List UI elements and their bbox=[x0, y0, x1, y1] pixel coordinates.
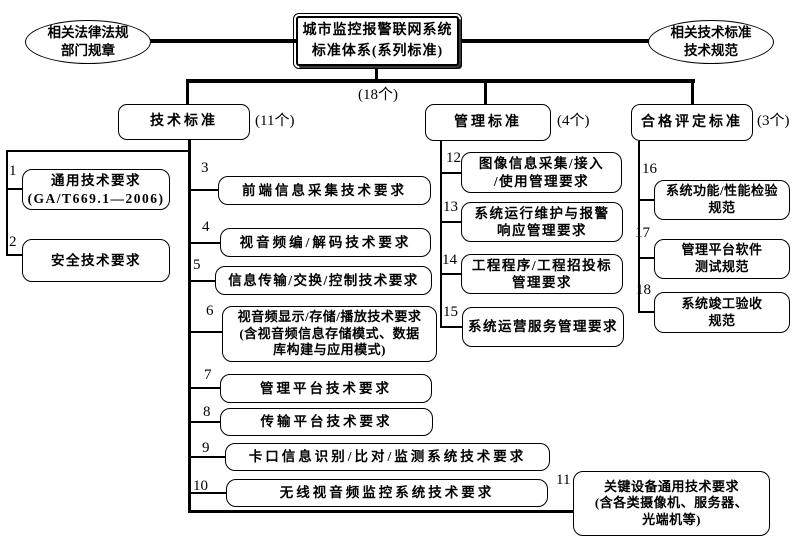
node-box-13: 系统运行维护与报警 响应管理要求 bbox=[461, 202, 623, 242]
connector-drop-tech bbox=[186, 82, 189, 104]
node-box-2: 安全技术要求 bbox=[22, 239, 170, 282]
node-box-6: 视音频显示/存储/播放技术要求 (含视音频信息存储模式、数据 库构建与应用模式) bbox=[222, 306, 437, 362]
node-number-18: 18 bbox=[636, 282, 651, 298]
connector-drop-mgmt bbox=[484, 82, 487, 104]
connector-stub-15 bbox=[440, 326, 462, 328]
node-number-13: 13 bbox=[443, 199, 458, 215]
node-number-11: 11 bbox=[556, 472, 571, 488]
connector-stub-16 bbox=[638, 199, 654, 201]
branch-count-tech: (11个) bbox=[255, 113, 295, 129]
branch-box-tech: 技术标准 bbox=[118, 104, 250, 140]
total-count-label: (18个) bbox=[358, 87, 398, 103]
left-ellipse: 相关法律法规 部门规章 bbox=[25, 20, 151, 64]
node-number-2: 2 bbox=[9, 234, 17, 250]
node-box-16: 系统功能/性能检验 规范 bbox=[654, 180, 790, 220]
connector-stub-13 bbox=[440, 221, 461, 223]
node-box-10: 无线视音频监控系统技术要求 bbox=[226, 479, 548, 507]
node-box-4: 视音频编/解码技术要求 bbox=[220, 228, 431, 257]
node-number-5: 5 bbox=[193, 257, 201, 273]
connector-stub-5 bbox=[189, 280, 215, 282]
connector-bottom-run bbox=[188, 510, 576, 513]
node-number-4: 4 bbox=[202, 219, 210, 235]
connector-stub-12 bbox=[440, 172, 461, 174]
node-number-15: 15 bbox=[443, 304, 458, 320]
connector-stub-10 bbox=[189, 492, 226, 494]
connector-stub-18 bbox=[638, 311, 654, 313]
node-number-8: 8 bbox=[203, 404, 211, 420]
connector-stub-9 bbox=[189, 456, 225, 458]
node-box-18: 系统竣工验收 规范 bbox=[654, 292, 790, 333]
node-number-3: 3 bbox=[201, 160, 209, 176]
connector-right-ellipse bbox=[459, 39, 649, 43]
node-box-5: 信息传输/交换/控制技术要求 bbox=[215, 266, 432, 295]
connector-stub-6 bbox=[189, 331, 222, 333]
connector-trunk-conformity bbox=[638, 141, 640, 313]
node-box-9: 卡口信息识别/比对/监测系统技术要求 bbox=[225, 443, 550, 471]
node-box-12: 图像信息采集/接入 /使用管理要求 bbox=[461, 152, 622, 193]
connector-stub-7 bbox=[189, 387, 220, 389]
connector-stub-2 bbox=[6, 254, 22, 256]
connector-stub-8 bbox=[189, 421, 220, 423]
node-number-9: 9 bbox=[202, 440, 210, 456]
node-box-14: 工程程序/工程招投标 管理要求 bbox=[461, 254, 623, 294]
connector-stub-14 bbox=[440, 273, 461, 275]
root-title-box: 城市监控报警联网系统 标准体系(系列标准) bbox=[293, 13, 462, 69]
connector-trunk-tech bbox=[188, 139, 191, 513]
node-number-7: 7 bbox=[204, 367, 212, 383]
node-number-10: 10 bbox=[193, 478, 208, 494]
node-number-6: 6 bbox=[206, 303, 214, 319]
connector-stub-17 bbox=[638, 257, 654, 259]
node-number-14: 14 bbox=[442, 252, 457, 268]
node-number-16: 16 bbox=[642, 161, 657, 177]
node-box-17: 管理平台软件 测试规范 bbox=[654, 239, 790, 279]
node-number-17: 17 bbox=[635, 225, 650, 241]
node-box-3: 前端信息采集技术要求 bbox=[218, 176, 431, 205]
connector-stub-3 bbox=[189, 189, 218, 191]
node-box-7: 管理平台技术要求 bbox=[220, 374, 432, 403]
connector-stub-1 bbox=[6, 188, 22, 190]
connector-left-ellipse bbox=[150, 39, 296, 43]
node-box-15: 系统运营服务管理要求 bbox=[462, 307, 624, 347]
right-ellipse: 相关技术标准 技术规范 bbox=[648, 20, 774, 64]
connector-root-drop bbox=[375, 66, 378, 81]
connector-stub-4 bbox=[189, 242, 220, 244]
connector-left-horizontal bbox=[6, 150, 190, 152]
branch-count-mgmt: (4个) bbox=[557, 113, 590, 129]
node-box-11: 关键设备通用技术要求 (含各类摄像机、服务器、 光端机等) bbox=[573, 471, 770, 536]
node-box-1: 通用技术要求 (GA/T669.1—2006) bbox=[22, 169, 170, 210]
connector-trunk-mgmt bbox=[440, 141, 442, 328]
connector-drop-conformity bbox=[691, 82, 694, 104]
branch-count-conformity: (3个) bbox=[757, 113, 790, 129]
connector-left-vertical bbox=[6, 150, 8, 256]
node-number-12: 12 bbox=[446, 150, 461, 166]
connector-main-horizontal bbox=[186, 79, 695, 83]
node-box-8: 传输平台技术要求 bbox=[220, 408, 433, 436]
branch-box-mgmt: 管理标准 bbox=[425, 104, 551, 141]
node-number-1: 1 bbox=[9, 163, 17, 179]
branch-box-conformity: 合格评定标准 bbox=[631, 104, 753, 141]
